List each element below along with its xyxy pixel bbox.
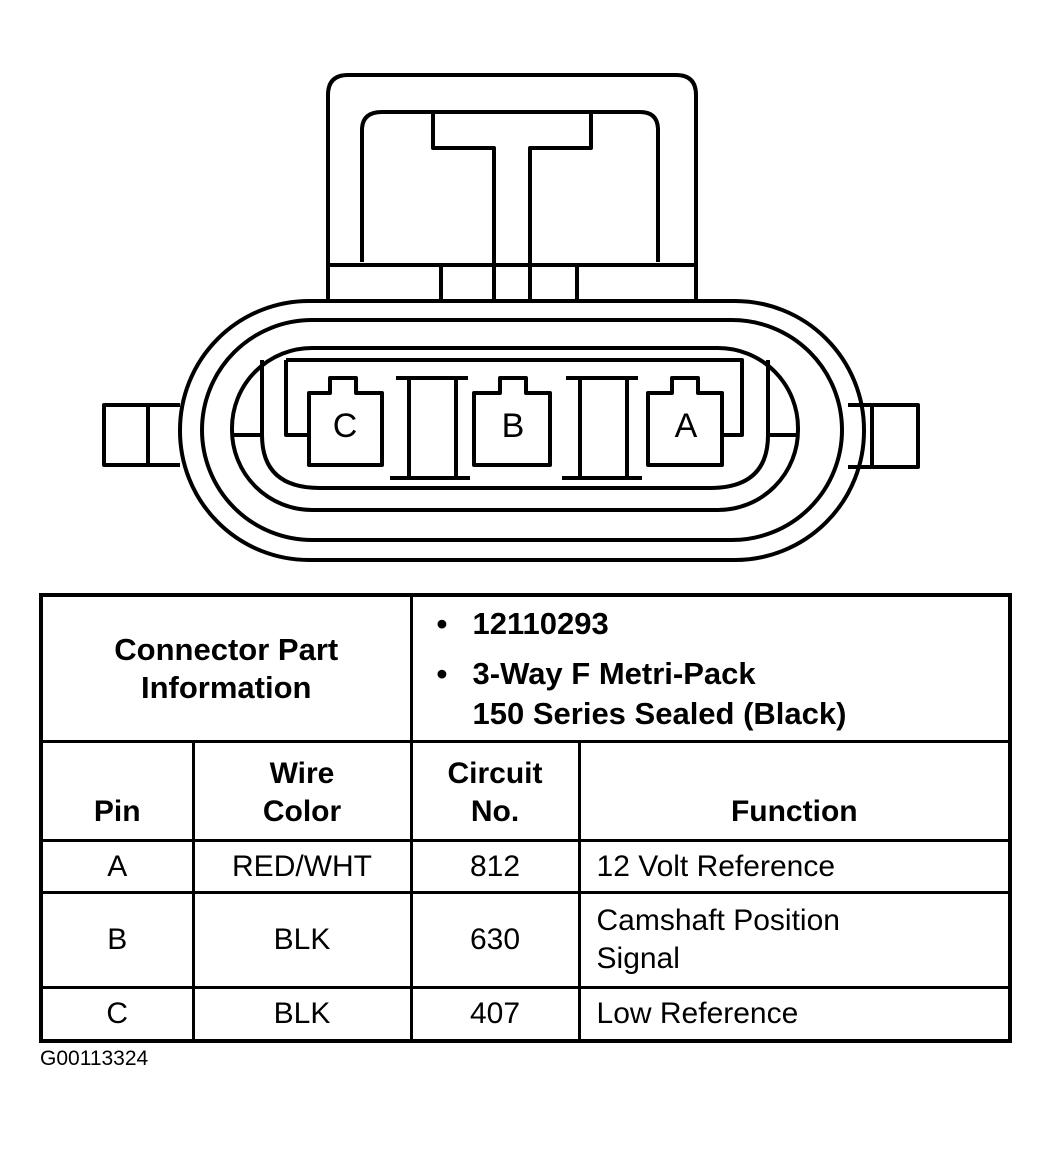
column-header-circuit-line1: Circuit [447, 757, 543, 790]
pin-cell: C [39, 986, 195, 1043]
circuit-cell: 407 [409, 986, 581, 1043]
column-header-circuit-line2: No. [470, 795, 520, 828]
description-line2: 150 Series Sealed (Black) [472, 695, 847, 731]
cavity-top [284, 358, 744, 437]
function-line1: Camshaft Position [596, 904, 840, 937]
circuit-cell: 630 [409, 891, 581, 989]
body-seal [200, 318, 844, 542]
column-header-wire-color-line1: Wire [269, 757, 335, 790]
function-line1: Low Reference [596, 997, 799, 1030]
wire-color-cell: BLK [191, 986, 413, 1043]
function-cell: Low Reference [577, 986, 1012, 1043]
column-header-function-text: Function [730, 795, 858, 828]
separator-left [390, 376, 470, 480]
connector-info-table: Connector Part Information • 12110293 • … [39, 593, 1013, 1043]
latch-t [431, 112, 593, 300]
bullet-icon: • [436, 655, 448, 691]
pin-cell: B [39, 891, 195, 989]
terminal-c-outline [307, 376, 384, 467]
pin-label-b: B [502, 407, 525, 445]
part-number: 12110293 [472, 605, 609, 641]
column-header-function: Function [577, 740, 1012, 842]
column-header-wire-color: Wire Color [191, 740, 413, 842]
connector-part-info-value: • 12110293 • 3-Way F Metri-Pack 150 Seri… [409, 593, 1012, 743]
table-row: A RED/WHT 812 12 Volt Reference [39, 839, 1012, 894]
function-line1: 12 Volt Reference [596, 849, 836, 883]
connector-face-diagram: C B A [102, 73, 920, 562]
function-line2: Signal [596, 942, 680, 975]
function-cell: Camshaft Position Signal [577, 891, 1012, 989]
bullet-icon: • [436, 605, 448, 641]
latch-housing-inner [360, 110, 660, 262]
column-header-pin: Pin [39, 740, 195, 842]
column-header-wire-color-line2: Color [262, 795, 342, 828]
column-header-pin-text: Pin [93, 795, 141, 828]
part-number-line: • 12110293 [437, 604, 1009, 644]
circuit-cell: 812 [409, 839, 581, 894]
body-outer [178, 299, 866, 562]
cavity-outline [232, 360, 798, 490]
column-header-circuit: Circuit No. [409, 740, 581, 842]
column-header-row: Pin Wire Color Circuit No. Function [39, 740, 1012, 842]
table-row: C BLK 407 Low Reference [39, 986, 1012, 1043]
function-cell: 12 Volt Reference [577, 839, 1012, 894]
connector-part-info-row: Connector Part Information • 12110293 • … [39, 593, 1012, 743]
right-tab [848, 403, 920, 469]
wire-color-cell: BLK [191, 891, 413, 989]
left-tab [102, 403, 180, 467]
connector-part-info-label: Connector Part Information [39, 593, 413, 743]
latch-housing-outer [326, 73, 698, 300]
terminal-a-outline [646, 376, 724, 467]
pin-label-a: A [675, 407, 698, 445]
separator-right [562, 376, 642, 480]
info-label-line1: Connector Part [114, 631, 339, 667]
description-line-2: 150 Series Sealed (Black) [473, 694, 1009, 734]
figure-id: G00113324 [40, 1047, 149, 1070]
info-label-line2: Information [141, 669, 312, 705]
description-line: • 3-Way F Metri-Pack [437, 654, 1009, 694]
pin-label-c: C [333, 407, 358, 445]
table-row: B BLK 630 Camshaft Position Signal [39, 891, 1012, 989]
body-inner [230, 346, 800, 512]
wire-color-cell: RED/WHT [191, 839, 413, 894]
description-line1: 3-Way F Metri-Pack [472, 655, 756, 691]
terminal-b-outline [472, 376, 552, 467]
pin-cell: A [39, 839, 195, 894]
